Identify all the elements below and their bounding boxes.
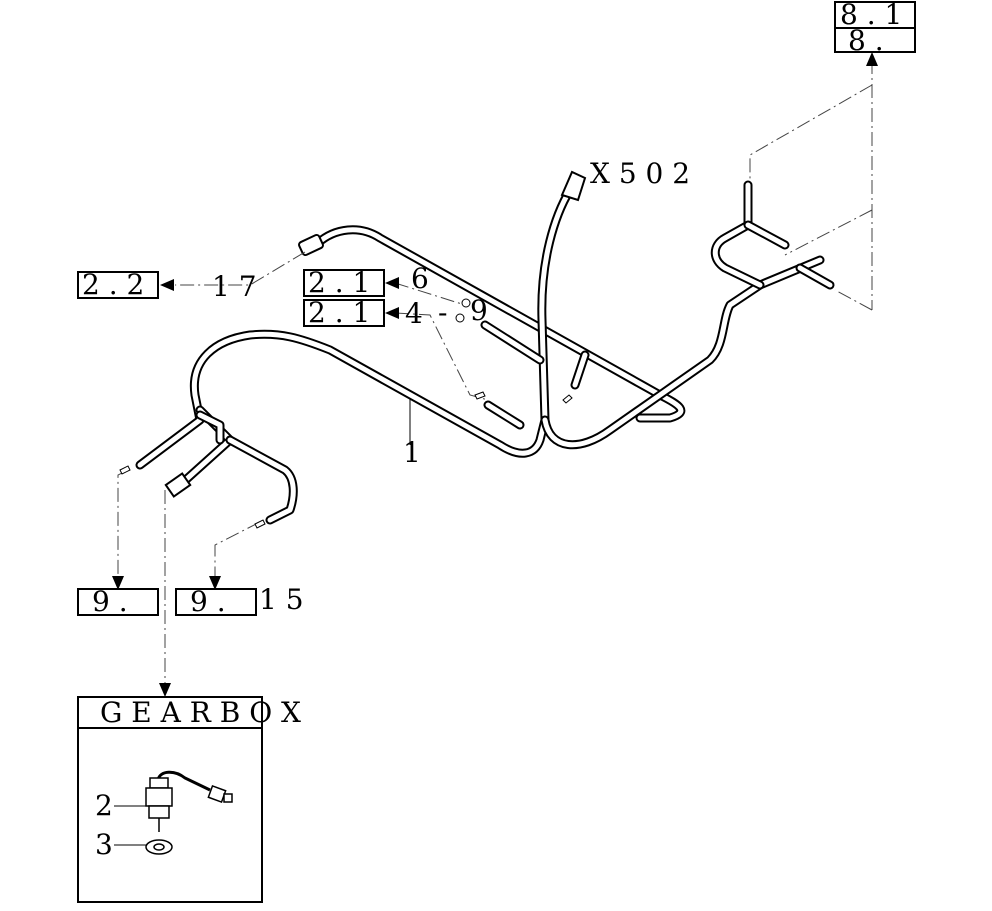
gearbox-title: G E A R B O X bbox=[100, 696, 301, 729]
ref-mid-b-text: 2 . 1 bbox=[308, 296, 370, 329]
connector-17 bbox=[298, 233, 324, 257]
callout-1: 1 bbox=[403, 436, 421, 469]
callout-4: 4 bbox=[405, 297, 423, 330]
callout-6: 6 bbox=[411, 262, 429, 295]
ref-left-a-text: 2 . 2 bbox=[82, 268, 144, 301]
ref-box-top-right-b[interactable]: 8 . bbox=[834, 24, 916, 57]
ref-box-mid-a[interactable]: 2 . 1 bbox=[303, 266, 385, 299]
callout-3: 3 bbox=[95, 828, 113, 861]
callout-dash: - bbox=[438, 296, 447, 329]
ref-box-top-right-a[interactable]: 8 . 1 bbox=[834, 0, 916, 31]
gearbox-inset: G E A R B O X 2 3 bbox=[77, 696, 301, 903]
ref-mid-a-text: 2 . 1 bbox=[308, 266, 370, 299]
ring-terminals bbox=[119, 298, 573, 529]
arrowheads bbox=[112, 52, 878, 697]
temperature-sender-icon bbox=[145, 770, 233, 855]
ref-box-left-a[interactable]: 2 . 2 bbox=[77, 268, 159, 301]
callout-x502: X 5 0 2 bbox=[590, 157, 690, 190]
ref-box-bottom-left-b[interactable]: 9 . bbox=[175, 585, 257, 618]
connector-x502 bbox=[560, 170, 587, 202]
callout-17: 1 7 bbox=[212, 270, 257, 303]
ref-top-right-a-text: 8 . 1 bbox=[840, 0, 902, 31]
ref-box-bottom-left-a[interactable]: 9 . bbox=[77, 585, 159, 618]
callout-2: 2 bbox=[95, 789, 113, 822]
connector-gearbox bbox=[164, 472, 192, 498]
wiring-harness bbox=[135, 180, 835, 525]
callout-9: 9 bbox=[470, 294, 488, 327]
ref-top-right-b-text: 8 . bbox=[848, 24, 884, 57]
ref-box-mid-b[interactable]: 2 . 1 bbox=[303, 296, 385, 329]
ref-bottom-left-a-text: 9 . bbox=[92, 585, 128, 618]
callout-15: 1 5 bbox=[259, 583, 304, 616]
ref-bottom-left-b-text: 9 . bbox=[190, 585, 226, 618]
